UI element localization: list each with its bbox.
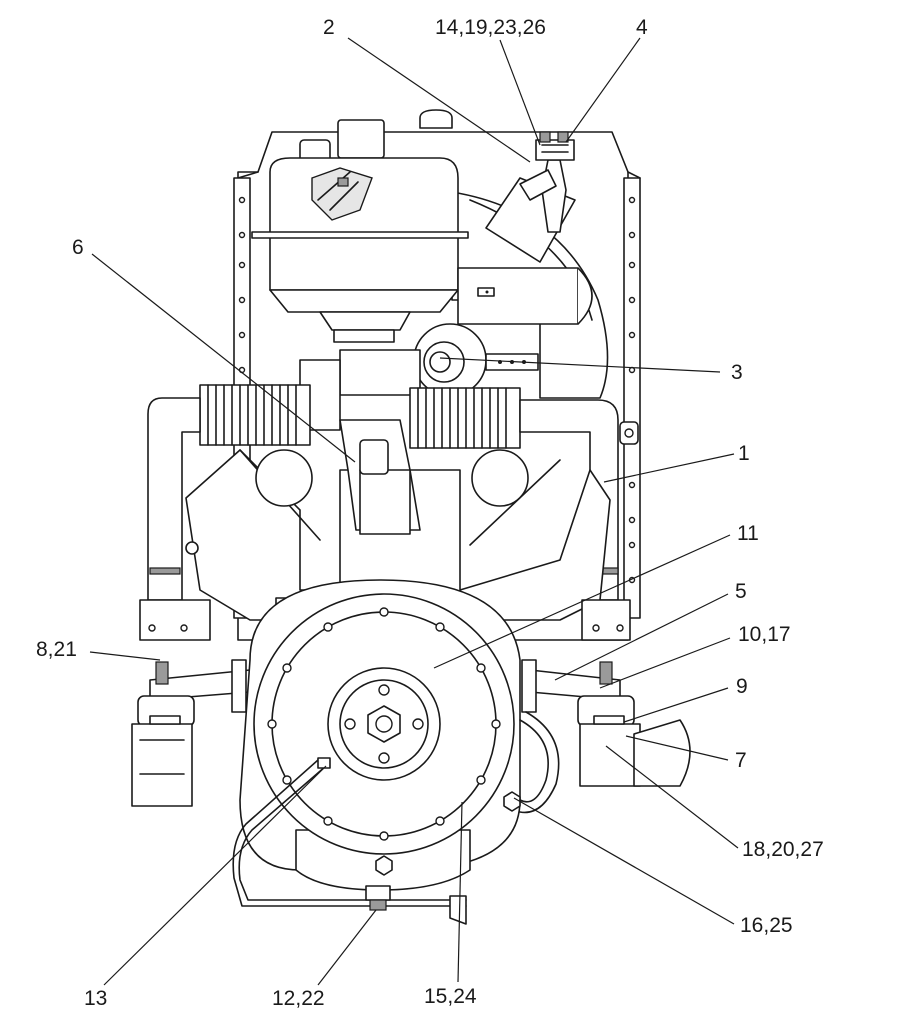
leader-3 — [439, 357, 721, 373]
callout-1: 1 — [738, 442, 750, 465]
leader-7 — [625, 735, 729, 761]
leader-8-21 — [89, 651, 161, 661]
callout-labels: 2 14,19,23,26 4 6 3 1 11 5 10,17 9 7 18,… — [36, 16, 824, 1010]
upper-hose — [519, 131, 575, 233]
right-engine-mount — [521, 659, 691, 787]
callout-5: 5 — [735, 580, 747, 603]
left-bellows — [199, 384, 311, 446]
leader-13 — [103, 765, 327, 986]
leader-15-24 — [457, 801, 463, 983]
callout-14-19-23-26: 14,19,23,26 — [435, 16, 546, 39]
leader-4 — [565, 37, 641, 143]
alternator — [413, 267, 593, 397]
air-filter — [251, 119, 469, 343]
callout-8-21: 8,21 — [36, 638, 77, 661]
leader-9 — [623, 687, 729, 723]
callout-12-22: 12,22 — [272, 987, 325, 1010]
right-bellows — [409, 387, 521, 449]
leader-1 — [603, 453, 735, 483]
callout-2: 2 — [323, 16, 335, 39]
leader-18-20-27 — [605, 745, 739, 849]
callout-15-24: 15,24 — [424, 985, 477, 1008]
callout-10-17: 10,17 — [738, 623, 791, 646]
callout-9: 9 — [736, 675, 748, 698]
callout-16-25: 16,25 — [740, 914, 793, 937]
flywheel-housing — [239, 579, 521, 891]
oil-hose — [519, 711, 560, 814]
leader-16-25 — [513, 797, 735, 925]
left-engine-mount — [131, 659, 251, 807]
callout-11: 11 — [737, 522, 759, 545]
leader-14-19-23-26 — [499, 39, 541, 146]
fuel-line — [232, 757, 467, 925]
engine-block — [139, 419, 631, 641]
callout-13: 13 — [84, 987, 107, 1010]
callout-7: 7 — [735, 749, 747, 772]
callout-6: 6 — [72, 236, 84, 259]
leader-lines — [89, 37, 739, 986]
callout-3: 3 — [731, 361, 743, 384]
hub — [344, 684, 424, 764]
callout-18-20-27: 18,20,27 — [742, 838, 824, 861]
leader-12-22 — [317, 909, 377, 986]
flywheel-bolt-circle — [267, 607, 501, 841]
leader-2 — [347, 37, 531, 163]
drain-plug — [365, 885, 391, 911]
leader-5 — [554, 593, 729, 681]
leader-10-17 — [599, 637, 731, 689]
callout-4: 4 — [636, 16, 648, 39]
frame-bolts — [238, 196, 636, 584]
leader-11 — [433, 534, 731, 669]
leader-6 — [91, 253, 356, 463]
